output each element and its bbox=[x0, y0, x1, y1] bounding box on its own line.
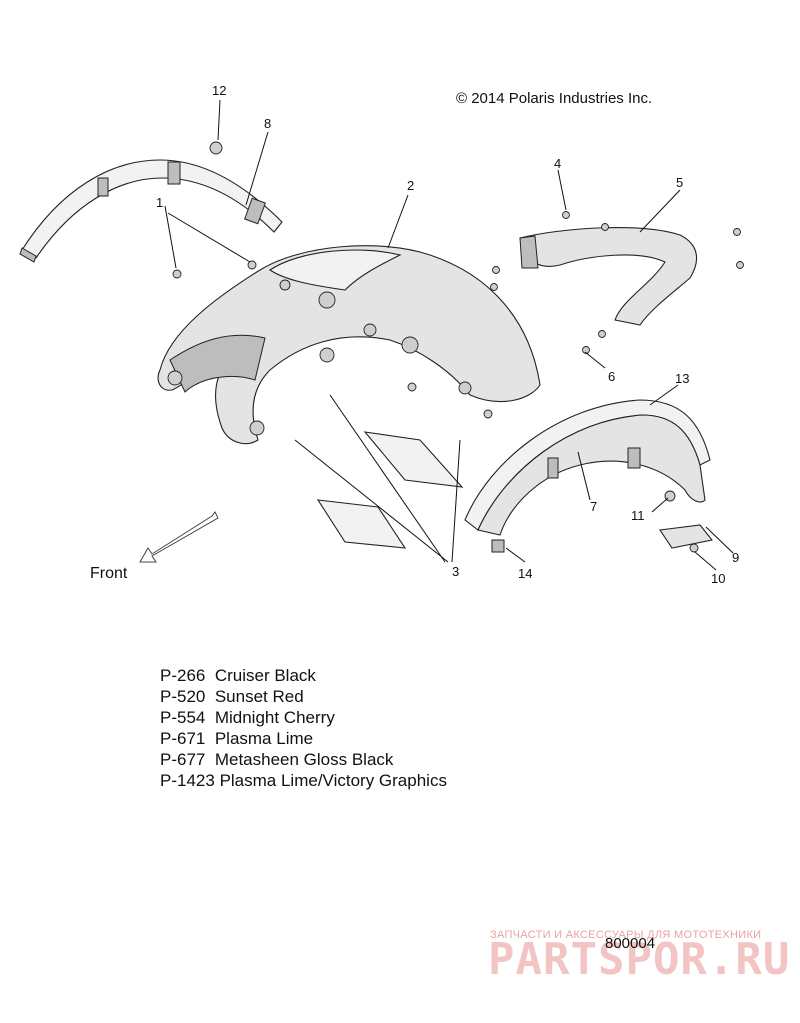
callout-8: 8 bbox=[264, 116, 271, 131]
paint-name: Plasma Lime bbox=[214, 729, 314, 748]
part-5-side-bracket bbox=[519, 227, 698, 326]
paint-code-row: P-1423 Plasma Lime/Victory Graphics bbox=[160, 770, 447, 791]
paint-code: P-554 bbox=[160, 708, 206, 727]
part-2-rear-fender bbox=[157, 245, 541, 445]
paint-name: Sunset Red bbox=[214, 687, 304, 706]
paint-code: P-1423 bbox=[160, 771, 215, 790]
callout-1: 1 bbox=[156, 195, 163, 210]
paint-code-list: P-266 Cruiser Black P-520 Sunset Red P-5… bbox=[160, 665, 447, 791]
paint-code-row: P-266 Cruiser Black bbox=[160, 665, 447, 686]
diagram-id: 800004 bbox=[605, 935, 656, 952]
callout-9: 9 bbox=[732, 550, 739, 565]
paint-code-row: P-520 Sunset Red bbox=[160, 686, 447, 707]
paint-code-row: P-554 Midnight Cherry bbox=[160, 707, 447, 728]
part-3-adhesive-pads bbox=[316, 431, 464, 549]
leader-lines bbox=[164, 99, 734, 571]
callout-7: 7 bbox=[590, 499, 597, 514]
paint-code: P-671 bbox=[160, 729, 206, 748]
paint-code: P-520 bbox=[160, 687, 206, 706]
part-13-lower-fender bbox=[464, 399, 711, 553]
callout-4: 4 bbox=[554, 156, 561, 171]
paint-code: P-266 bbox=[160, 666, 206, 685]
callout-12: 12 bbox=[212, 83, 226, 98]
part-9-mount-bracket bbox=[659, 490, 713, 553]
paint-code-row: P-677 Metasheen Gloss Black bbox=[160, 749, 447, 770]
front-arrow-icon bbox=[139, 511, 219, 563]
callout-10: 10 bbox=[711, 571, 725, 586]
callout-14: 14 bbox=[518, 566, 532, 581]
watermark-logo: PARTSPOR.RU bbox=[488, 934, 791, 985]
paint-code: P-677 bbox=[160, 750, 206, 769]
callout-6: 6 bbox=[608, 369, 615, 384]
paint-code-row: P-671 Plasma Lime bbox=[160, 728, 447, 749]
hardware-fasteners bbox=[172, 141, 744, 419]
paint-name: Metasheen Gloss Black bbox=[214, 750, 394, 769]
callout-11: 11 bbox=[631, 508, 645, 523]
paint-name: Midnight Cherry bbox=[214, 708, 335, 727]
part-8-trim-strip bbox=[19, 159, 283, 263]
paint-name: Plasma Lime/Victory Graphics bbox=[219, 771, 447, 790]
front-label: Front bbox=[90, 565, 128, 582]
paint-name: Cruiser Black bbox=[214, 666, 316, 685]
copyright-text: © 2014 Polaris Industries Inc. bbox=[456, 90, 653, 107]
callout-2: 2 bbox=[407, 178, 414, 193]
callout-3: 3 bbox=[452, 564, 459, 579]
watermark-tagline: ЗАПЧАСТИ И АКСЕССУАРЫ ДЛЯ МОТОТЕХНИКИ bbox=[490, 929, 762, 941]
callout-13: 13 bbox=[675, 371, 689, 386]
callout-5: 5 bbox=[676, 175, 683, 190]
parts-diagram: 12 8 1 2 4 5 6 13 7 11 9 10 14 3 Front bbox=[19, 83, 744, 586]
